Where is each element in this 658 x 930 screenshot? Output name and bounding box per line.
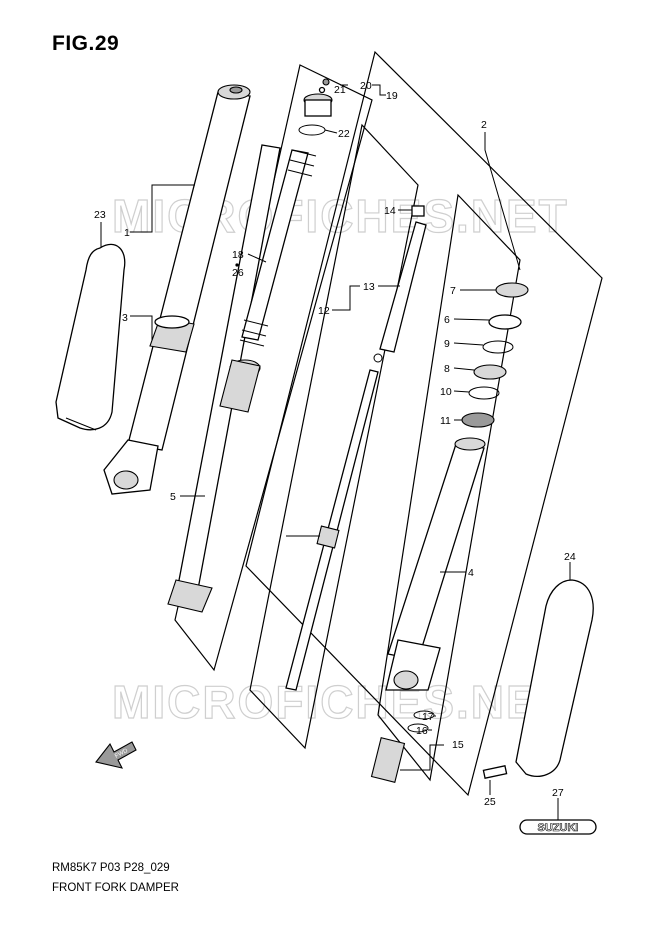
callout-9: 9 xyxy=(444,338,450,350)
fork-cap-19 xyxy=(303,78,333,117)
callout-13: 13 xyxy=(363,281,375,293)
callout-3: 3 xyxy=(122,312,128,324)
watermark-bottom: MICROFICHES.NET xyxy=(112,676,569,728)
callout-20: 20 xyxy=(360,80,372,92)
assembly-frame-4 xyxy=(377,193,521,782)
callout-dot xyxy=(235,263,239,267)
model-code: RM85K7 P03 P28_029 xyxy=(52,862,170,874)
callout-7: 7 xyxy=(450,285,456,297)
inner-tube-5 xyxy=(167,144,281,613)
callout-22: 22 xyxy=(338,128,350,140)
seal-stack xyxy=(461,282,529,428)
callout-26: 26 xyxy=(232,267,244,279)
damper-rod-12 xyxy=(285,205,427,691)
figure-caption: FRONT FORK DAMPER xyxy=(52,882,179,894)
leader-lines xyxy=(100,84,571,820)
spring-18 xyxy=(239,149,317,347)
bolt-25 xyxy=(482,765,508,779)
outer-tube-1 xyxy=(103,84,251,495)
callout-12: 12 xyxy=(318,305,330,317)
callout-17: 17 xyxy=(422,711,434,723)
callout-5: 5 xyxy=(170,491,176,503)
callout-2: 2 xyxy=(481,119,487,131)
callout-18: 18 xyxy=(232,249,244,261)
callout-25: 25 xyxy=(484,796,496,808)
figure-title: FIG.29 xyxy=(52,32,120,55)
stopper-ring-10 xyxy=(468,386,500,400)
dust-seal-11 xyxy=(461,412,495,428)
fwd-arrow: FWD xyxy=(95,741,137,769)
bushing-7 xyxy=(495,282,529,298)
oil-seal-8 xyxy=(473,364,507,380)
callout-1: 1 xyxy=(124,227,130,239)
assembly-frame-12 xyxy=(249,123,419,750)
callout-6: 6 xyxy=(444,314,450,326)
fork-guard-24 xyxy=(515,579,594,777)
callout-8: 8 xyxy=(444,363,450,375)
fork-guard-23 xyxy=(55,243,126,431)
callout-21: 21 xyxy=(334,84,346,96)
callout-23: 23 xyxy=(94,209,106,221)
callout-16: 16 xyxy=(416,725,428,737)
callout-15: 15 xyxy=(452,739,464,751)
o-ring-22 xyxy=(298,124,326,136)
callout-11: 11 xyxy=(440,415,451,427)
emblem-27: SUZUKI xyxy=(519,819,597,835)
bushing-6 xyxy=(488,314,522,330)
outer-tube-4 xyxy=(385,437,486,691)
callout-24: 24 xyxy=(564,551,576,563)
callout-14: 14 xyxy=(384,205,396,217)
bottom-bolt-15 xyxy=(370,710,435,783)
callout-27: 27 xyxy=(552,787,564,799)
assembly-frame-2 xyxy=(245,50,603,797)
callout-4: 4 xyxy=(468,567,474,579)
callout-10: 10 xyxy=(440,386,452,398)
emblem-text: SUZUKI xyxy=(538,822,579,834)
callout-19: 19 xyxy=(386,90,398,102)
washer-9 xyxy=(482,340,514,354)
